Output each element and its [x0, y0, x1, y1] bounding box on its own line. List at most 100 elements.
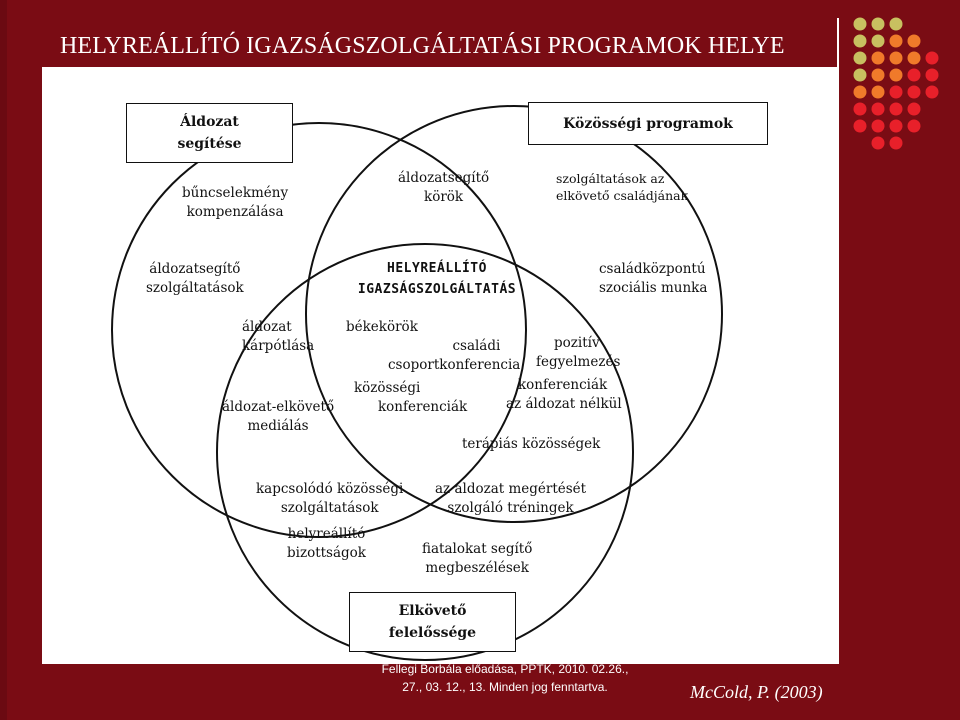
footer-copyright: Fellegi Borbála előadása, PPTK, 2010. 02…: [340, 660, 670, 696]
decorative-dot: [907, 85, 921, 99]
decorative-dot: [871, 85, 885, 99]
center-title-line1: HELYREÁLLÍTÓ: [387, 261, 487, 276]
label-line: mediálás: [247, 418, 309, 434]
label-line: szolgáltatások: [146, 280, 244, 296]
decorative-dot: [871, 102, 885, 116]
decorative-dot: [907, 34, 921, 48]
decorative-dot: [889, 136, 903, 150]
left-frame-strip: [0, 0, 7, 720]
label-line: fiatalokat segítő: [422, 541, 533, 557]
decorative-dot: [853, 17, 867, 31]
label-line: körök: [424, 189, 464, 205]
box-offender-line1: Elkövető: [398, 603, 467, 619]
label-victim-restitution: áldozat kárpótlása: [242, 318, 314, 356]
label-line: szolgáltatások az: [556, 171, 665, 186]
label-line: áldozatsegítő: [149, 261, 241, 277]
box-victim-support: Áldozat segítése: [126, 103, 293, 163]
label-line: az áldozat megértését: [435, 481, 587, 497]
decorative-dot: [907, 68, 921, 82]
label-line: kapcsolódó közösségi: [256, 481, 404, 497]
slide-title: HELYREÁLLÍTÓ IGAZSÁGSZOLGÁLTATÁSI PROGRA…: [60, 33, 785, 59]
label-conferences-without-victim: konferenciák az áldozat nélkül: [506, 376, 622, 414]
label-line: áldozatsegítő: [398, 170, 490, 186]
label-line: áldozat: [242, 319, 292, 335]
label-peace-circles: békekörök: [346, 319, 418, 335]
decorative-dot: [871, 119, 885, 133]
decorative-dot: [853, 85, 867, 99]
label-line: családközpontú: [599, 261, 706, 277]
decorative-dot: [889, 85, 903, 99]
label-line: szociális munka: [599, 280, 708, 296]
label-line: fegyelmezés: [536, 354, 621, 370]
label-line: csoportkonferencia: [388, 357, 521, 373]
decorative-dot: [889, 17, 903, 31]
decorative-dot: [889, 68, 903, 82]
box-community-programs: Közösségi programok: [528, 102, 768, 145]
decorative-dot: [925, 68, 939, 82]
decorative-dot: [871, 68, 885, 82]
decorative-dot: [853, 102, 867, 116]
decorative-dot: [907, 119, 921, 133]
label-victim-services: áldozatsegítő szolgáltatások: [146, 260, 244, 298]
decorative-dot: [871, 51, 885, 65]
label-line: pozitív: [554, 335, 600, 351]
box-victim-line2: segítése: [177, 136, 242, 152]
label-family-group-conference: családi csoportkonferencia: [388, 337, 520, 375]
label-line: kárpótlása: [242, 338, 315, 354]
circle-community: [305, 105, 723, 523]
label-line: szolgáló tréningek: [447, 500, 574, 516]
decorative-dot: [925, 51, 939, 65]
center-title: HELYREÁLLÍTÓ IGAZSÁGSZOLGÁLTATÁS: [322, 258, 552, 300]
label-restorative-boards: helyreállító bizottságok: [287, 525, 366, 563]
label-therapeutic-communities: terápiás közösségek: [462, 436, 601, 452]
decorative-dot: [907, 102, 921, 116]
citation: McCold, P. (2003): [690, 682, 823, 702]
label-positive-discipline: pozitív fegyelmezés: [536, 334, 620, 372]
label-youth-support-meetings: fiatalokat segítő megbeszélések: [422, 540, 532, 578]
label-line: konferenciák: [518, 377, 608, 393]
circle-victim: [111, 122, 527, 538]
box-community-line1: Közösségi programok: [563, 115, 733, 132]
footer-line1: Fellegi Borbála előadása, PPTK, 2010. 02…: [381, 662, 629, 676]
label-offender-family-services: szolgáltatások az elkövető családjának: [556, 170, 688, 204]
decorative-dot-grid: [853, 17, 939, 150]
label-line: szolgáltatások: [280, 500, 379, 516]
footer-line2: 27., 03. 12., 13. Minden jog fenntartva.: [402, 680, 608, 694]
label-line: családi: [452, 338, 501, 354]
box-offender-responsibility: Elkövető felelőssége: [349, 592, 516, 652]
decorative-dot: [853, 119, 867, 133]
label-line: áldozat-elkövető: [222, 399, 335, 415]
label-community-conferences: közösségi konferenciák: [354, 379, 467, 417]
label-line: elkövető családjának: [556, 188, 689, 203]
decorative-dot: [925, 85, 939, 99]
label-line: kompenzálása: [186, 204, 284, 220]
label-line: bűncselekmény: [182, 185, 289, 201]
label-line: konferenciák: [378, 399, 468, 415]
label-victim-awareness-training: az áldozat megértését szolgáló tréningek: [435, 480, 586, 518]
label-line: közösségi: [354, 380, 421, 396]
decorative-dot: [907, 51, 921, 65]
decorative-dot: [853, 51, 867, 65]
circle-offender: [216, 243, 634, 661]
venn-circles: [111, 105, 723, 661]
decorative-dot: [889, 119, 903, 133]
label-line: az áldozat nélkül: [506, 396, 622, 412]
center-title-line2: IGAZSÁGSZOLGÁLTATÁS: [357, 282, 517, 297]
label-victim-offender-mediation: áldozat-elkövető mediálás: [222, 398, 334, 436]
label-related-community-services: kapcsolódó közösségi szolgáltatások: [256, 480, 403, 518]
box-offender-line2: felelőssége: [388, 625, 477, 641]
decorative-dot: [871, 136, 885, 150]
decorative-dot: [871, 17, 885, 31]
decorative-dot: [889, 34, 903, 48]
decorative-dot: [889, 51, 903, 65]
decorative-dot: [871, 34, 885, 48]
label-victim-circles: áldozatsegítő körök: [398, 169, 489, 207]
label-line: helyreállító: [287, 526, 366, 542]
box-victim-line1: Áldozat: [180, 114, 239, 130]
decorative-dot: [853, 34, 867, 48]
label-line: bizottságok: [287, 545, 366, 561]
label-family-social-work: családközpontú szociális munka: [599, 260, 707, 298]
venn-diagram: Áldozat segítése Közösségi programok Elk…: [42, 67, 839, 664]
label-line: megbeszélések: [425, 560, 529, 576]
decorative-dot: [889, 102, 903, 116]
